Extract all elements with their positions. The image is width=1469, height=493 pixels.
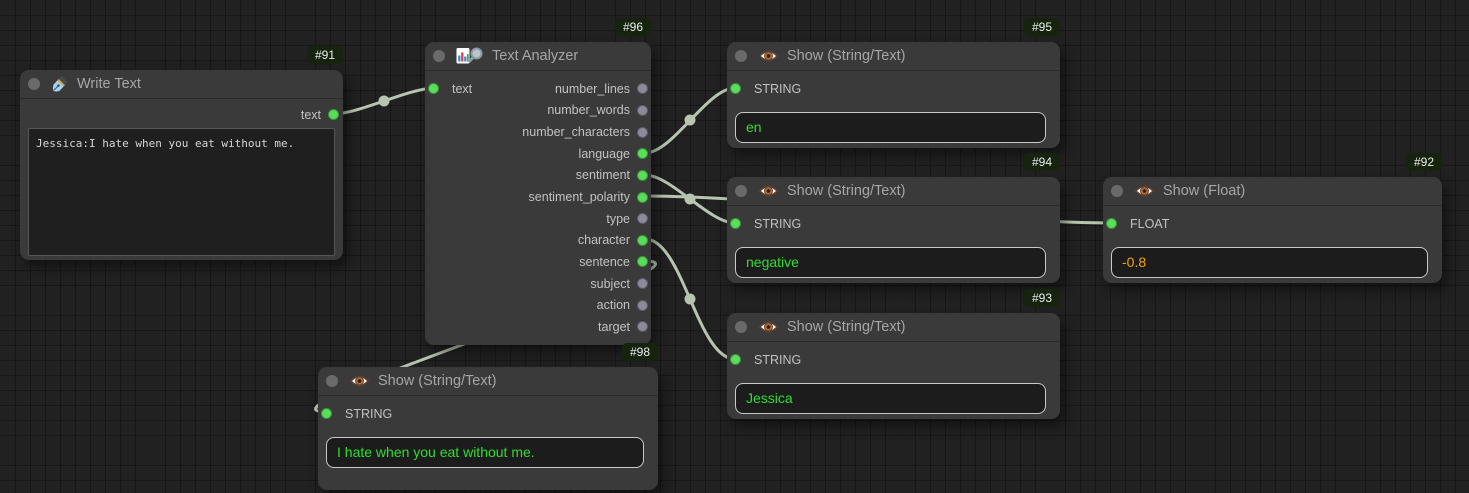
- node-title: Show (String/Text): [378, 373, 497, 389]
- output-slot-sentiment[interactable]: [637, 169, 648, 181]
- eye-icon: [758, 184, 779, 198]
- node-show-language[interactable]: #95 Show (String/Text) STRING en: [727, 18, 1060, 148]
- value-display: Jessica: [735, 383, 1046, 414]
- input-slot-text[interactable]: [428, 83, 439, 95]
- value-display: -0.8: [1111, 247, 1428, 278]
- output-label: number_lines: [554, 81, 630, 96]
- input-slot-string[interactable]: [730, 83, 741, 95]
- wire-dot: [378, 95, 390, 107]
- collapse-toggle[interactable]: [326, 375, 338, 387]
- node-titlebar[interactable]: Show (String/Text): [727, 42, 1060, 71]
- bar-chart-magnifier-icon: [456, 47, 484, 65]
- node-titlebar[interactable]: Show (String/Text): [727, 313, 1060, 342]
- write-text-input[interactable]: [28, 128, 335, 256]
- output-label: language: [578, 146, 630, 161]
- output-label: character: [577, 233, 630, 248]
- collapse-toggle[interactable]: [28, 78, 40, 90]
- node-write-text[interactable]: #91 Write Text text: [20, 46, 343, 260]
- node-id-badge: #98: [621, 343, 658, 361]
- input-label: STRING: [754, 216, 802, 231]
- node-id-badge: #91: [306, 46, 343, 64]
- input-slot-string[interactable]: [730, 218, 741, 230]
- node-show-sentiment[interactable]: #94 Show (String/Text) STRING negative: [727, 153, 1060, 283]
- node-show-float[interactable]: #92 Show (Float) FLOAT -0.8: [1103, 153, 1442, 283]
- output-label: sentence: [579, 254, 630, 269]
- output-label: sentiment: [575, 168, 630, 183]
- output-label: target: [598, 319, 630, 334]
- collapse-toggle[interactable]: [735, 185, 747, 197]
- output-slot-number-words[interactable]: [637, 104, 648, 116]
- node-id-badge: #93: [1023, 289, 1060, 307]
- collapse-toggle[interactable]: [735, 321, 747, 333]
- input-slot-string[interactable]: [321, 408, 332, 420]
- input-label: text: [452, 81, 473, 96]
- eye-icon: [349, 374, 370, 388]
- output-slot-action[interactable]: [637, 299, 648, 311]
- output-label: sentiment_polarity: [528, 190, 630, 205]
- output-slot-text[interactable]: [328, 109, 339, 121]
- eye-icon: [1134, 184, 1155, 198]
- output-slot-target[interactable]: [637, 321, 648, 333]
- eye-icon: [758, 320, 779, 334]
- value-display: en: [735, 112, 1046, 143]
- output-label: number_characters: [522, 125, 630, 140]
- node-title: Write Text: [77, 76, 141, 92]
- output-slot-type[interactable]: [637, 213, 648, 225]
- output-slot-subject[interactable]: [637, 278, 648, 290]
- value-display: I hate when you eat without me.: [326, 437, 644, 468]
- input-label: FLOAT: [1130, 216, 1170, 231]
- input-slot-string[interactable]: [730, 354, 741, 366]
- node-titlebar[interactable]: Show (Float): [1103, 177, 1442, 206]
- collapse-toggle[interactable]: [433, 50, 445, 62]
- node-title: Show (String/Text): [787, 183, 906, 199]
- collapse-toggle[interactable]: [1111, 185, 1123, 197]
- node-title: Show (Float): [1163, 183, 1246, 199]
- input-label: STRING: [754, 352, 802, 367]
- input-label: STRING: [345, 406, 393, 421]
- node-titlebar[interactable]: Write Text: [20, 70, 343, 99]
- input-slot-float[interactable]: [1106, 218, 1117, 230]
- input-label: STRING: [754, 81, 802, 96]
- output-label: type: [606, 211, 630, 226]
- wire-dot: [684, 193, 696, 205]
- node-title: Show (String/Text): [787, 48, 906, 64]
- output-label: number_words: [547, 103, 630, 118]
- node-id-badge: #96: [614, 18, 651, 36]
- fountain-pen-icon: [51, 75, 69, 93]
- output-label: action: [596, 298, 630, 313]
- output-slot-number-characters[interactable]: [637, 126, 648, 138]
- value-display: negative: [735, 247, 1046, 278]
- node-title: Show (String/Text): [787, 319, 906, 335]
- output-label: text: [300, 107, 321, 122]
- wire-dot: [684, 293, 696, 305]
- node-title: Text Analyzer: [492, 48, 579, 64]
- node-id-badge: #95: [1023, 18, 1060, 36]
- eye-icon: [758, 49, 779, 63]
- output-slot-language[interactable]: [637, 148, 648, 160]
- output-label: subject: [590, 276, 630, 291]
- node-id-badge: #92: [1405, 153, 1442, 171]
- node-text-analyzer[interactable]: #96 Text Analyzer text number_line: [425, 18, 651, 345]
- collapse-toggle[interactable]: [735, 50, 747, 62]
- output-slot-sentence[interactable]: [637, 256, 648, 268]
- node-id-badge: #94: [1023, 153, 1060, 171]
- node-titlebar[interactable]: Show (String/Text): [727, 177, 1060, 206]
- node-show-sentence[interactable]: #98 Show (String/Text) STRING I hate whe…: [318, 343, 658, 490]
- node-show-character[interactable]: #93 Show (String/Text) STRING Jessica: [727, 289, 1060, 419]
- output-slot-number-lines[interactable]: [637, 83, 648, 95]
- output-slot-character[interactable]: [637, 234, 648, 246]
- output-slot-sentiment-polarity[interactable]: [637, 191, 648, 203]
- wire-dot: [684, 114, 696, 126]
- node-titlebar[interactable]: Show (String/Text): [318, 367, 658, 396]
- node-titlebar[interactable]: Text Analyzer: [425, 42, 651, 71]
